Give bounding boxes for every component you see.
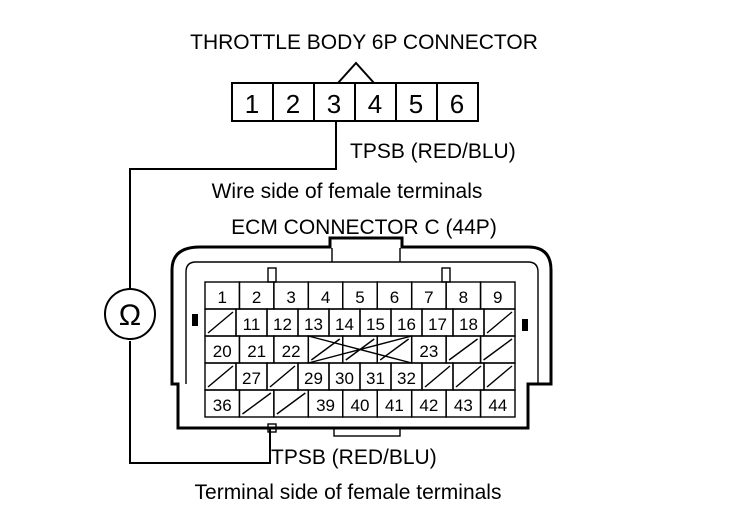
throttle-connector-title: THROTTLE BODY 6P CONNECTOR: [190, 31, 538, 54]
test-lead-top: [129, 121, 337, 288]
ecm-terminal-39: 39: [316, 396, 335, 415]
ohmmeter-symbol: [104, 288, 156, 340]
ecm-terminal-7: 7: [424, 288, 433, 307]
ecm-terminal-9: 9: [493, 288, 502, 307]
ecm-terminal-23: 23: [419, 342, 438, 361]
ecm-terminal-8: 8: [459, 288, 468, 307]
tpsb-bottom-label: TPSB (RED/BLU): [271, 446, 437, 469]
ecm-terminal-15: 15: [366, 315, 385, 334]
ecm-terminal-21: 21: [247, 342, 266, 361]
ecm-terminal-12: 12: [273, 315, 292, 334]
ecm-terminal-17: 17: [428, 315, 447, 334]
ecm-terminal-43: 43: [454, 396, 473, 415]
throttle-pin-6: 6: [450, 89, 464, 119]
ecm-terminal-3: 3: [286, 288, 295, 307]
ecm-terminal-41: 41: [385, 396, 404, 415]
ecm-terminal-1: 1: [217, 288, 226, 307]
bottom-latch: [333, 427, 401, 437]
ecm-terminal-31: 31: [366, 369, 385, 388]
terminal-side-label: Terminal side of female terminals: [195, 481, 502, 504]
ecm-terminal-36: 36: [213, 396, 232, 415]
ecm-terminal-4: 4: [321, 288, 330, 307]
throttle-pin-2: 2: [286, 89, 300, 119]
right-lock: [522, 319, 528, 331]
ecm-terminal-5: 5: [355, 288, 364, 307]
ecm-terminal-16: 16: [397, 315, 416, 334]
ecm-terminal-40: 40: [351, 396, 370, 415]
ecm-terminal-20: 20: [213, 342, 232, 361]
throttle-pin-1: 1: [245, 89, 259, 119]
ecm-connector-title: ECM CONNECTOR C (44P): [231, 216, 497, 239]
ecm-terminal-18: 18: [459, 315, 478, 334]
ecm-terminal-44: 44: [488, 396, 507, 415]
left-lock: [192, 314, 198, 326]
throttle-pin-3: 3: [327, 89, 341, 119]
ecm-terminal-13: 13: [304, 315, 323, 334]
ecm-terminal-14: 14: [335, 315, 354, 334]
connector-key-tab: [337, 61, 375, 84]
ecm-terminal-29: 29: [304, 369, 323, 388]
throttle-pin-5: 5: [409, 89, 423, 119]
ecm-terminal-30: 30: [335, 369, 354, 388]
ecm-terminal-6: 6: [390, 288, 399, 307]
ecm-terminal-32: 32: [397, 369, 416, 388]
tpsb-top-label: TPSB (RED/BLU): [350, 140, 516, 163]
throttle-pin-4: 4: [368, 89, 382, 119]
ecm-terminal-2: 2: [252, 288, 261, 307]
ohmmeter-circuit: Ω: [104, 121, 337, 464]
ohm-icon: Ω: [119, 299, 141, 332]
wire-side-label: Wire side of female terminals: [212, 180, 483, 203]
ecm-terminal-22: 22: [282, 342, 301, 361]
ecm-connector-shell: [170, 236, 553, 430]
ecm-terminal-42: 42: [419, 396, 438, 415]
ecm-inner-wall: [185, 261, 539, 384]
ecm-terminal-11: 11: [243, 315, 261, 334]
test-lead-bottom: [129, 341, 271, 464]
ecm-terminal-27: 27: [242, 369, 261, 388]
